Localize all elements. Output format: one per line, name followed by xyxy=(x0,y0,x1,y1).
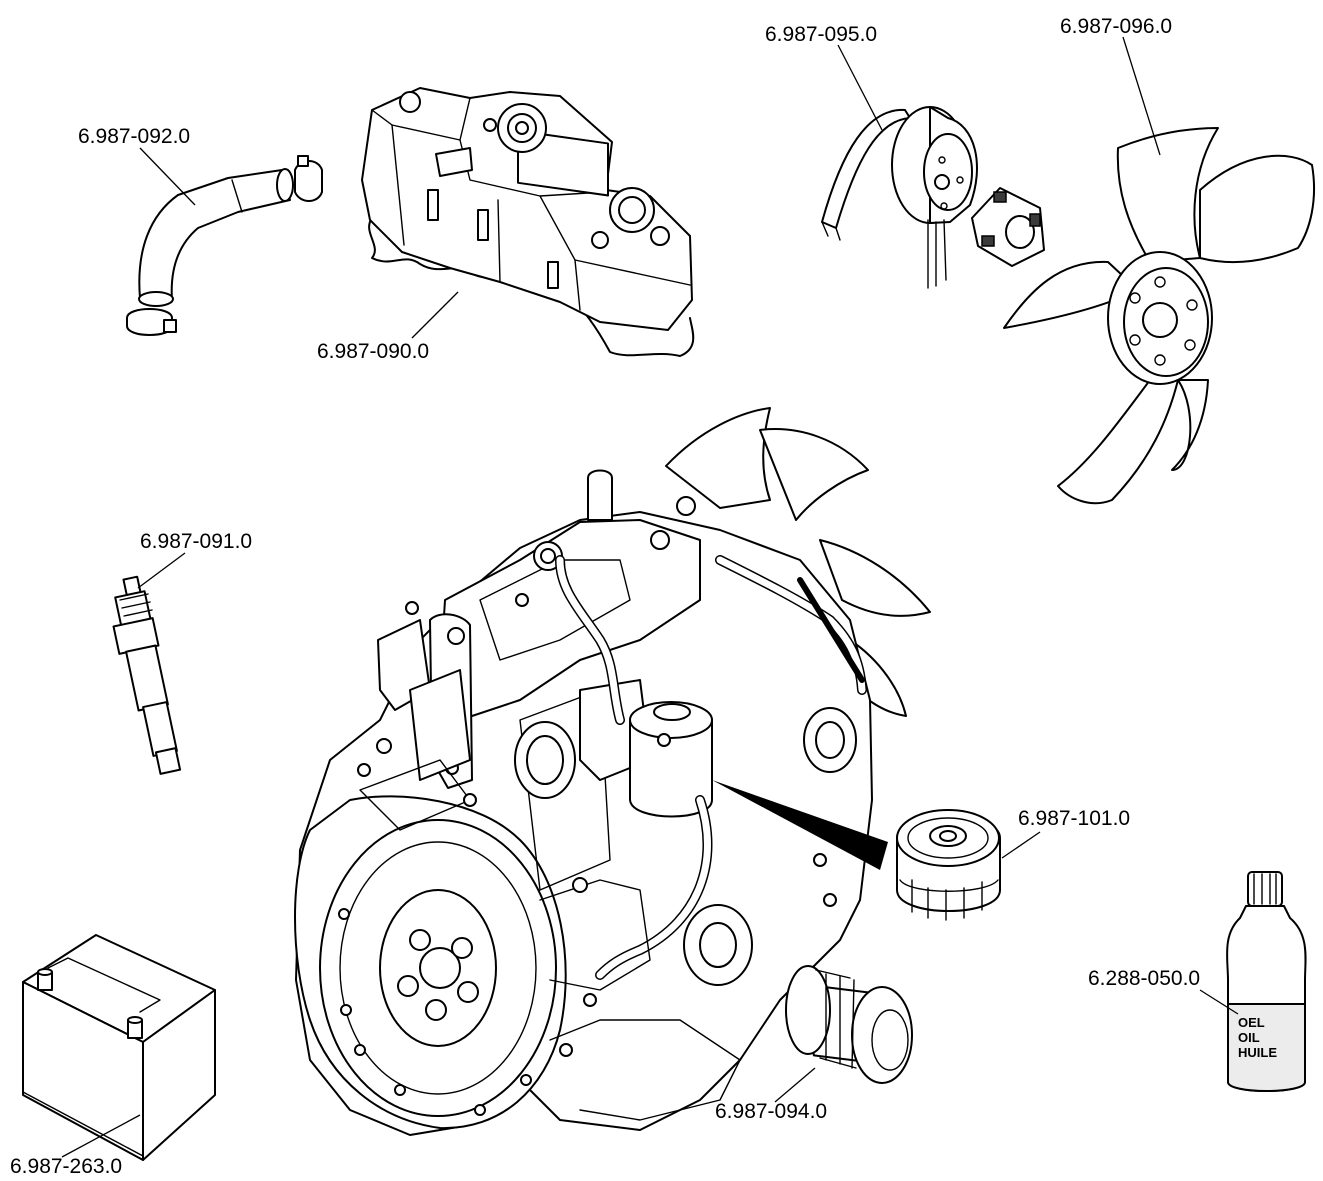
part-label-battery: 6.987-263.0 xyxy=(10,1155,122,1178)
part-label-v-belt: 6.987-095.0 xyxy=(765,23,877,46)
leader-line xyxy=(1199,989,1239,1015)
pointer-wedge xyxy=(712,780,888,870)
radiator-hose-illustration xyxy=(126,155,323,336)
oil-bottle-label-line1: OEL xyxy=(1238,1015,1265,1030)
leader-line xyxy=(1122,36,1161,156)
leader-line xyxy=(137,552,186,589)
part-label-fan: 6.987-096.0 xyxy=(1060,15,1172,38)
glow-plug-illustration xyxy=(112,575,182,775)
leader-line xyxy=(61,1114,141,1158)
leader-line xyxy=(411,291,459,339)
part-label-engine-oil: 6.288-050.0 xyxy=(1088,967,1200,990)
leader-line xyxy=(774,1067,816,1103)
part-label-radiator-hose: 6.987-092.0 xyxy=(78,125,190,148)
valve-cover-illustration xyxy=(361,87,695,357)
battery-illustration xyxy=(22,934,216,1161)
oil-bottle-label-line3: HUILE xyxy=(1238,1045,1277,1060)
part-label-oil-filter: 6.987-094.0 xyxy=(715,1100,827,1123)
part-label-glow-plug: 6.987-091.0 xyxy=(140,530,252,553)
fan-illustration xyxy=(1003,127,1315,505)
leader-line xyxy=(1001,831,1041,859)
part-label-fuel-filter: 6.987-101.0 xyxy=(1018,807,1130,830)
oil-filter-illustration xyxy=(785,965,913,1084)
oil-bottle-label-line2: OIL xyxy=(1238,1030,1260,1045)
part-label-valve-cover-gasket: 6.987-090.0 xyxy=(317,340,429,363)
v-belt-pulley-illustration xyxy=(821,106,1045,289)
leader-line xyxy=(139,147,196,206)
oil-bottle-illustration: OEL OIL HUILE xyxy=(1226,871,1307,1092)
leader-line xyxy=(837,44,883,131)
fuel-filter-illustration xyxy=(896,809,1001,921)
engine-illustration xyxy=(294,407,931,1136)
